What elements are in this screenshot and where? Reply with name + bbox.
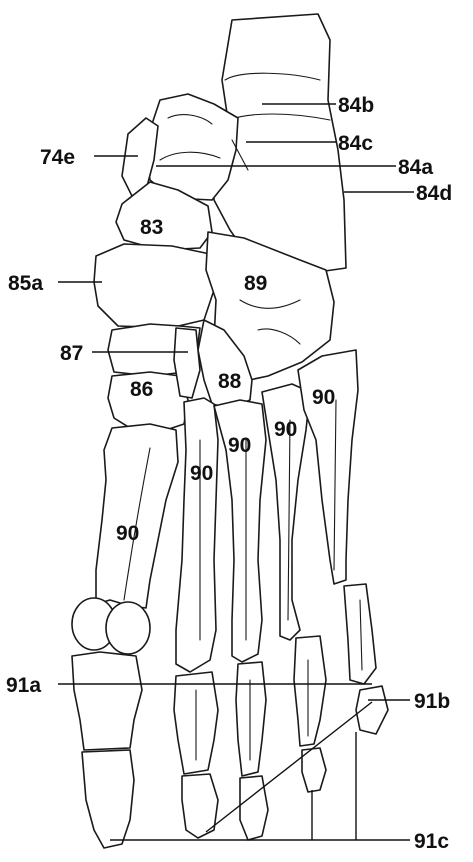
phalanx-toe3-distal: [240, 776, 268, 840]
label-85a: 85a: [8, 272, 43, 295]
phalanx-toe1-distal: [82, 750, 134, 848]
label-87: 87: [60, 342, 83, 365]
phalanx-toe5-proximal: [344, 584, 376, 684]
metatarsal-2: [176, 398, 218, 672]
sesamoid-bones: [72, 598, 150, 654]
sesamoid-right: [106, 602, 150, 654]
phalanx-toe4-proximal: [294, 636, 326, 746]
label-90-meta4: 90: [274, 418, 297, 441]
metatarsal-1: [96, 424, 178, 608]
label-90-meta3: 90: [228, 434, 251, 457]
label-84b: 84b: [338, 94, 374, 117]
label-91b: 91b: [414, 690, 450, 713]
label-84c: 84c: [338, 132, 373, 155]
label-74e: 74e: [40, 146, 75, 169]
phalanx-toe3-proximal: [236, 662, 266, 776]
phalanx-detail: [196, 600, 362, 760]
bone-85a-cuneiform: [94, 244, 214, 328]
label-83: 83: [140, 216, 163, 239]
label-90-meta5: 90: [312, 386, 335, 409]
label-90-meta1: 90: [116, 522, 139, 545]
label-90-meta2: 90: [190, 462, 213, 485]
label-91a: 91a: [6, 674, 41, 697]
label-88: 88: [218, 370, 242, 393]
label-89: 89: [244, 272, 267, 295]
label-86: 86: [130, 378, 153, 401]
label-84a: 84a: [398, 156, 433, 179]
bone-sliver-left: [174, 328, 200, 398]
phalanx-toe1-proximal: [72, 652, 142, 750]
leader-91b-diag: [206, 702, 372, 832]
label-84d: 84d: [416, 182, 452, 205]
label-91c: 91c: [414, 830, 449, 853]
phalanx-toe2-distal: [182, 774, 218, 838]
